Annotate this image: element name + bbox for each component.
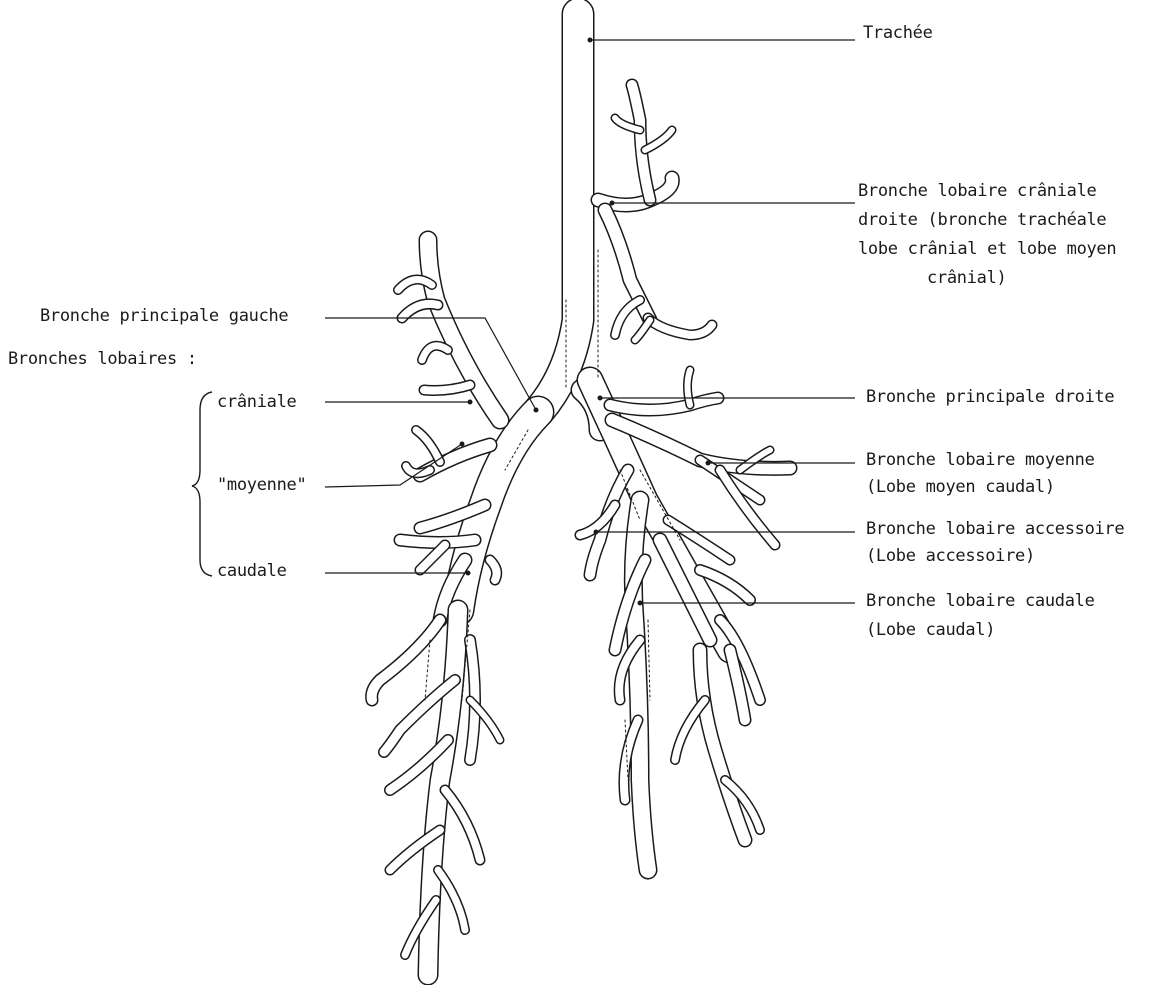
leader-accessory-dot: [594, 530, 599, 535]
shading-hatch-6: [425, 640, 430, 700]
right-middle-twig-3: [720, 470, 775, 545]
leader-left-main-dot: [534, 408, 539, 413]
label-right-main-bronchus: Bronche principale droite: [866, 386, 1114, 408]
leader-right-middle-dot: [706, 461, 711, 466]
leader-right-main-dot: [598, 396, 603, 401]
label-right-cranial-lobar-line4: crânial): [927, 267, 1006, 289]
brace-lobar-bronchi: [192, 392, 212, 576]
leader-left-caudal-dot: [466, 571, 471, 576]
leader-trachea-dot: [588, 38, 593, 43]
right-cranial-lower-twig-1: [615, 300, 640, 335]
label-left-middle: "moyenne": [217, 474, 306, 496]
label-right-cranial-lobar-line1: Bronche lobaire crâniale: [858, 180, 1096, 202]
label-left-caudal: caudale: [217, 560, 287, 582]
label-right-cranial-lobar-line3: lobe crânial et lobe moyen: [858, 238, 1116, 260]
label-left-cranial: crâniale: [217, 391, 296, 413]
right-middle-upper-twig: [688, 370, 691, 405]
label-left-main-bronchus: Bronche principale gauche: [40, 305, 288, 327]
leader-right-cranial-dot: [610, 201, 615, 206]
label-right-caudal-line2: (Lobe caudal): [866, 619, 995, 641]
leader-left-main: [325, 318, 536, 410]
leader-left-middle-dot: [460, 442, 465, 447]
leader-right-caudal-dot: [638, 601, 643, 606]
label-accessory-line2: (Lobe accessoire): [866, 545, 1035, 567]
label-lobar-bronchi-heading: Bronches lobaires :: [8, 348, 197, 370]
right-cranial-connector: [598, 178, 672, 205]
label-right-cranial-lobar-line2: droite (bronche trachéale: [858, 209, 1106, 231]
label-trachea: Trachée: [863, 22, 933, 44]
label-right-middle-line2: (Lobe moyen caudal): [866, 476, 1055, 498]
label-right-middle-line1: Bronche lobaire moyenne: [866, 449, 1095, 471]
left-caudal-lateral-1: [400, 540, 475, 543]
shading-hatch-7: [648, 620, 650, 700]
right-cranial-lower-twig-2: [648, 318, 712, 335]
bronchial-tree-drawing: [372, 14, 790, 975]
label-accessory-line1: Bronche lobaire accessoire: [866, 518, 1124, 540]
leader-left-cranial-dot: [468, 400, 473, 405]
left-caudal-lateral-3: [372, 620, 440, 700]
label-right-caudal-line1: Bronche lobaire caudale: [866, 590, 1095, 612]
trachea-trunk: [538, 14, 578, 412]
